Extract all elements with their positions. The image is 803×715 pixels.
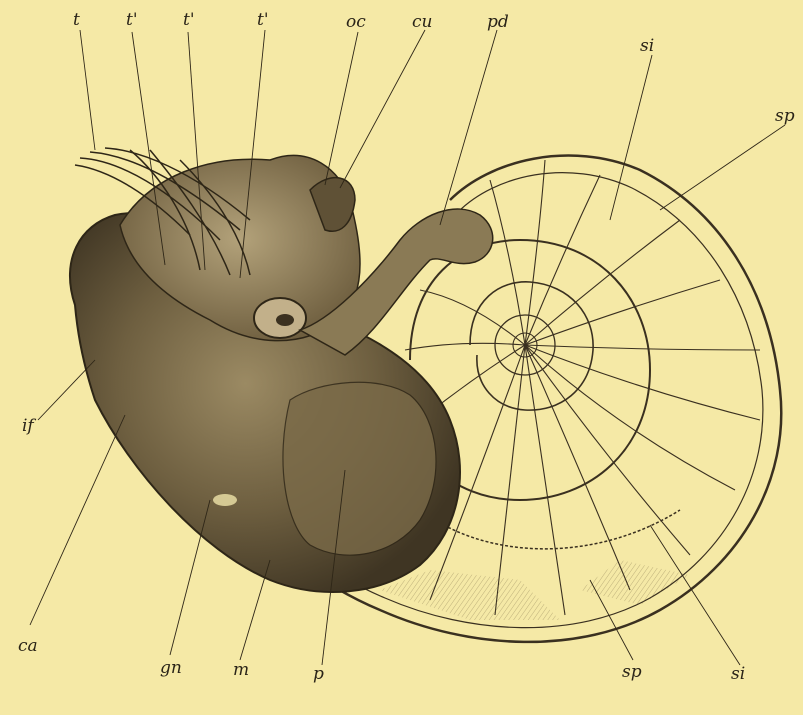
label-oc: oc [346, 14, 366, 31]
label-sp-bottom: sp [622, 664, 642, 681]
label-t: t [73, 12, 80, 29]
label-if: if [22, 418, 34, 435]
label-ca: ca [18, 638, 38, 655]
shell-hatched-chamber [380, 570, 560, 620]
label-p: p [313, 666, 324, 683]
eye-pupil [276, 314, 294, 326]
siphuncle [435, 510, 680, 549]
label-m: m [233, 662, 249, 679]
label-gn: gn [160, 660, 182, 677]
label-si-bottom: si [731, 666, 745, 683]
gill-spot [213, 494, 237, 506]
mantle-hood [283, 382, 436, 555]
label-pd: pd [487, 14, 509, 31]
label-si-top: si [640, 38, 654, 55]
label-t-prime-3: t' [257, 12, 269, 29]
label-t-prime-1: t' [126, 12, 138, 29]
label-sp-top: sp [775, 108, 795, 125]
label-cu: cu [412, 14, 432, 31]
label-t-prime-2: t' [183, 12, 195, 29]
shell-hatched-chamber-2 [580, 560, 690, 605]
